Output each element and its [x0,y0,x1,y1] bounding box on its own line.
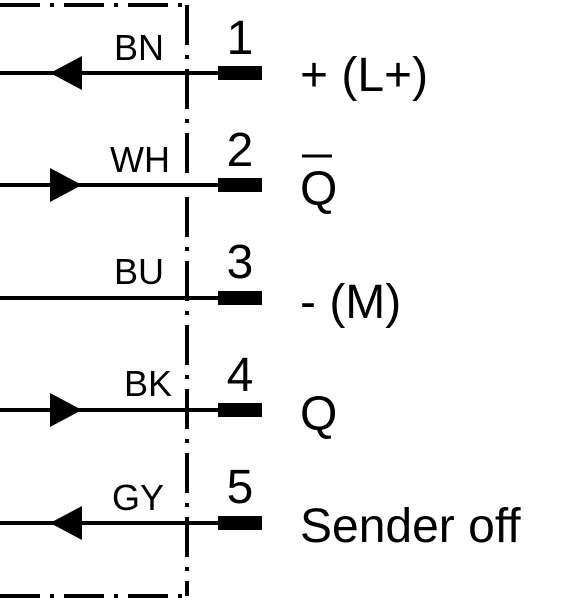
pin-terminal [218,291,262,305]
signal-label: Q [300,388,337,441]
wire-color-label: BN [114,27,164,68]
pin-number: 2 [227,124,254,177]
signal-label: - (M) [300,276,401,329]
arrow-left-icon [50,506,82,540]
pin-number: 1 [227,12,254,65]
pin-terminal [218,403,262,417]
wire-color-label: GY [112,477,164,518]
wire-color-label: BU [114,251,164,292]
pin-number: 4 [227,349,254,402]
connection-row-2: WH 2 Q [0,124,337,216]
signal-label: Q [300,163,337,216]
connection-row-1: BN 1 + (L+) [0,12,428,102]
signal-label: + (L+) [300,49,428,102]
arrow-right-icon [50,168,82,202]
pin-number: 5 [227,461,254,514]
arrow-left-icon [50,56,82,90]
wire-color-label: BK [124,363,172,404]
connection-row-5: GY 5 Sender off [0,461,521,553]
pin-terminal [218,66,262,80]
signal-label: Sender off [300,500,521,553]
pin-terminal [218,178,262,192]
housing-boundary [0,3,189,598]
arrow-right-icon [50,393,82,427]
connection-row-4: BK 4 Q [0,349,337,441]
pin-terminal [218,516,262,530]
connection-row-3: BU 3 - (M) [0,236,401,329]
wire-color-label: WH [110,139,170,180]
pin-number: 3 [227,236,254,289]
